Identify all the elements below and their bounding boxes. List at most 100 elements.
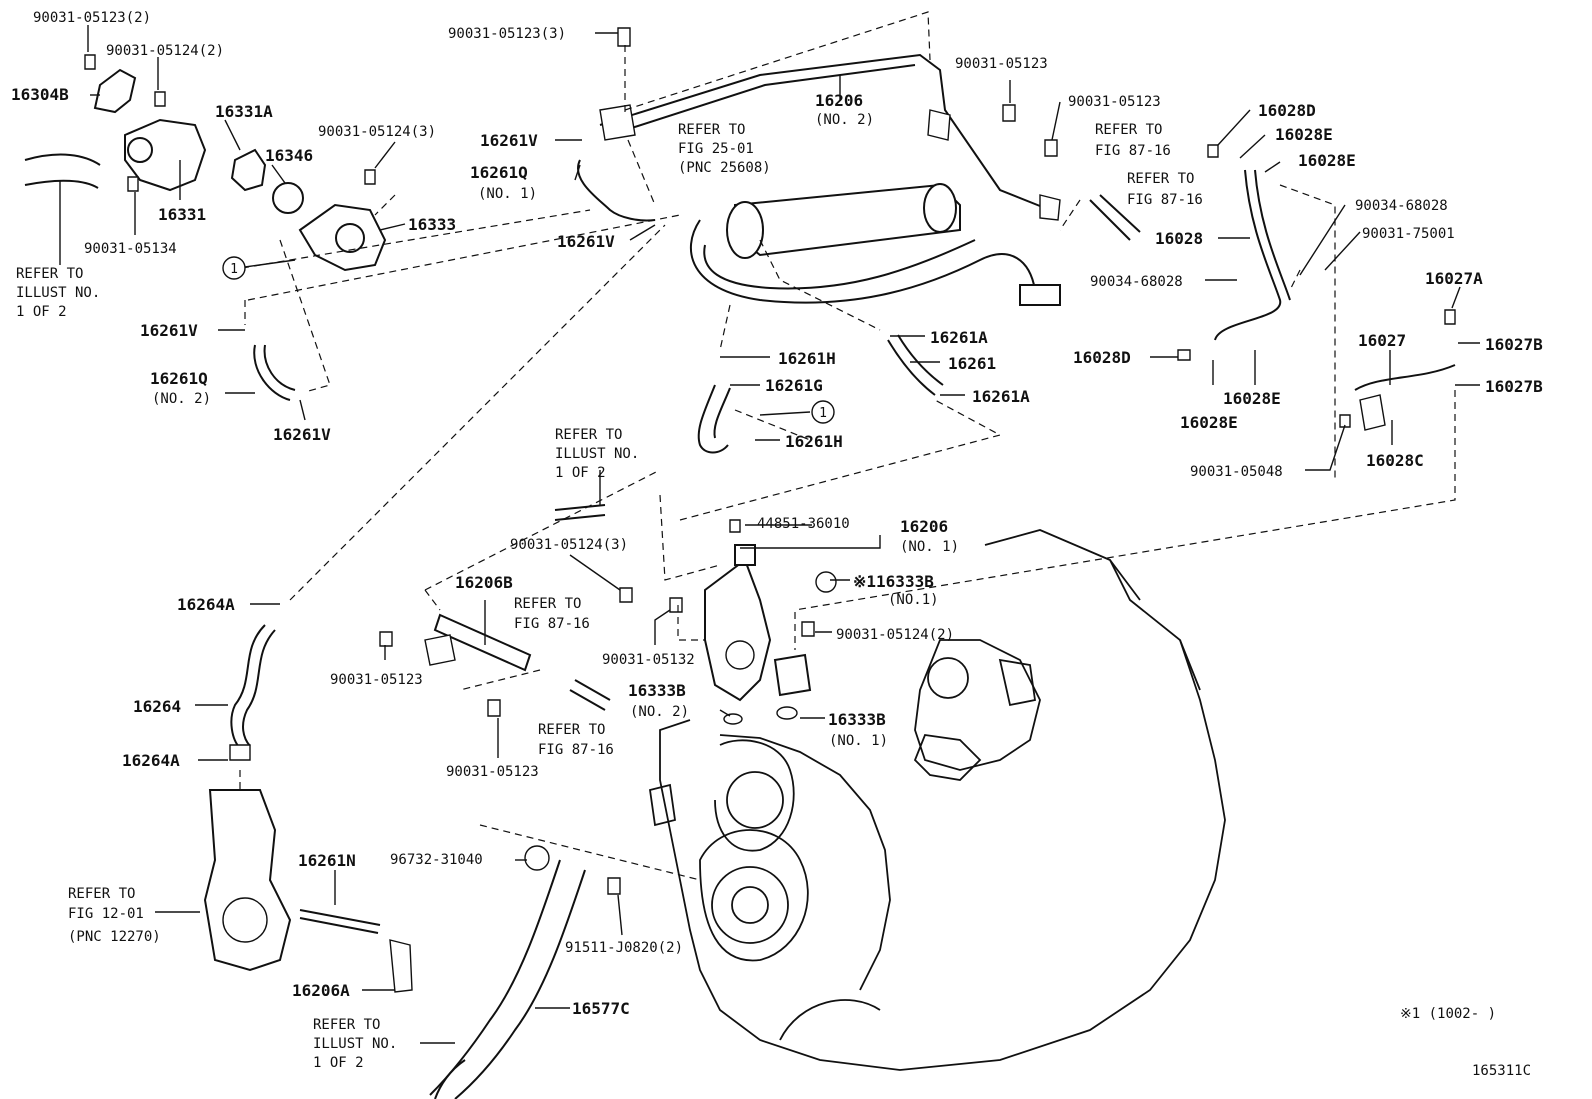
label-16027B-b: 16027B bbox=[1485, 377, 1543, 396]
refer-fig-87-16-d: REFER TO FIG 87-16 bbox=[538, 722, 614, 758]
label-16261V-a: 16261V bbox=[480, 131, 538, 150]
label-90031-05123-2: 90031-05123(2) bbox=[33, 10, 151, 26]
label-16333B-a-sub: (NO.1) bbox=[888, 592, 939, 608]
label-16261V-b: 16261V bbox=[557, 232, 615, 251]
part-16577C bbox=[429, 859, 561, 1096]
refer-illust-2: REFER TO ILLUST NO. 1 OF 2 bbox=[555, 427, 639, 481]
svg-text:1 OF 2: 1 OF 2 bbox=[555, 465, 606, 481]
label-16206B: 16206B bbox=[455, 573, 513, 592]
label-16333B-c: 16333B bbox=[828, 710, 886, 729]
bolts bbox=[84, 27, 1456, 895]
svg-text:ILLUST NO.: ILLUST NO. bbox=[16, 285, 100, 301]
part-16027 bbox=[1354, 364, 1456, 391]
label-96732-31040: 96732-31040 bbox=[390, 852, 483, 868]
part-16331A bbox=[230, 148, 267, 192]
part-16346 bbox=[272, 182, 304, 214]
refer-illust-1: REFER TO ILLUST NO. 1 OF 2 bbox=[16, 266, 100, 320]
label-16206-top-sub: (NO. 2) bbox=[815, 112, 874, 128]
circle-ref-markers: 1 1 bbox=[222, 256, 835, 424]
hose-fig8716 bbox=[1089, 194, 1141, 241]
svg-text:REFER TO: REFER TO bbox=[514, 596, 581, 612]
label-16028D-a: 16028D bbox=[1258, 101, 1316, 120]
part-egr-cooler bbox=[689, 183, 1061, 306]
label-16333B-c-sub: (NO. 1) bbox=[829, 733, 888, 749]
refer-fig-25-01: REFER TO FIG 25-01 (PNC 25608) bbox=[678, 122, 771, 176]
part-16028 bbox=[1214, 169, 1282, 341]
label-90031-05048: 90031-05048 bbox=[1190, 464, 1283, 480]
label-16261H-a: 16261H bbox=[778, 349, 836, 368]
svg-text:ILLUST NO.: ILLUST NO. bbox=[313, 1036, 397, 1052]
label-90031-05123-d: 90031-05123 bbox=[446, 764, 539, 780]
label-16261Q-b: 16261Q bbox=[150, 369, 208, 388]
refer-notes: REFER TO ILLUST NO. 1 OF 2 REFER TO FIG … bbox=[16, 122, 1203, 1071]
label-90031-05123-a: 90031-05123 bbox=[955, 56, 1048, 72]
svg-text:REFER TO: REFER TO bbox=[538, 722, 605, 738]
label-16206-mid: 16206 bbox=[900, 517, 948, 536]
part-16206B bbox=[433, 613, 532, 672]
label-16261H-b: 16261H bbox=[785, 432, 843, 451]
label-16333B-b: 16333B bbox=[628, 681, 686, 700]
part-16261N bbox=[299, 909, 381, 926]
label-16027A: 16027A bbox=[1425, 269, 1483, 288]
label-90031-05124-2-top: 90031-05124(2) bbox=[106, 43, 224, 59]
svg-text:REFER TO: REFER TO bbox=[555, 427, 622, 443]
label-16261G: 16261G bbox=[765, 376, 823, 395]
part-16264 bbox=[230, 624, 266, 749]
part-16206-no2 bbox=[599, 53, 1061, 221]
label-90031-75001: 90031-75001 bbox=[1362, 226, 1455, 242]
refer-fig-12-01: REFER TO FIG 12-01 (PNC 12270) bbox=[68, 886, 161, 945]
label-91511-J0820: 91511-J0820(2) bbox=[565, 940, 683, 956]
label-16028E-a: 16028E bbox=[1275, 125, 1333, 144]
leader-lines bbox=[59, 25, 1480, 1044]
label-16028: 16028 bbox=[1155, 229, 1203, 248]
part-16261 bbox=[887, 339, 936, 396]
part-shapes bbox=[24, 27, 1456, 1099]
part-16206A bbox=[389, 939, 413, 993]
part-96732 bbox=[524, 845, 550, 871]
label-16304B: 16304B bbox=[11, 85, 69, 104]
label-16261A-a: 16261A bbox=[930, 328, 988, 347]
svg-text:FIG 87-16: FIG 87-16 bbox=[538, 742, 614, 758]
label-16261Q-a: 16261Q bbox=[470, 163, 528, 182]
label-16261V-c: 16261V bbox=[140, 321, 198, 340]
svg-text:REFER TO: REFER TO bbox=[313, 1017, 380, 1033]
label-16333: 16333 bbox=[408, 215, 456, 234]
label-16331: 16331 bbox=[158, 205, 206, 224]
engine-block bbox=[648, 529, 1226, 1071]
diagram-id: 165311C bbox=[1472, 1063, 1531, 1079]
part-water-outlet bbox=[203, 744, 292, 972]
label-90031-05132: 90031-05132 bbox=[602, 652, 695, 668]
part-16304B bbox=[93, 68, 137, 114]
label-16206A: 16206A bbox=[292, 981, 350, 1000]
label-16264A-a: 16264A bbox=[177, 595, 235, 614]
label-90031-05124-3-mid: 90031-05124(3) bbox=[510, 537, 628, 553]
label-16028E-c: 16028E bbox=[1223, 389, 1281, 408]
label-16261Q-a-sub: (NO. 1) bbox=[478, 186, 537, 202]
label-90034-68028-a: 90034-68028 bbox=[1355, 198, 1448, 214]
svg-text:REFER TO: REFER TO bbox=[16, 266, 83, 282]
svg-text:FIG 87-16: FIG 87-16 bbox=[1127, 192, 1203, 208]
label-16261Q-b-sub: (NO. 2) bbox=[152, 391, 211, 407]
label-16264: 16264 bbox=[133, 697, 181, 716]
label-16027B-a: 16027B bbox=[1485, 335, 1543, 354]
svg-text:(PNC 25608): (PNC 25608) bbox=[678, 160, 771, 176]
part-labels: 90031-05123(2) 90031-05124(2) 16304B 163… bbox=[11, 10, 1543, 1018]
refer-fig-87-16-a: REFER TO FIG 87-16 bbox=[1095, 122, 1171, 159]
refer-illust-3: REFER TO ILLUST NO. 1 OF 2 bbox=[313, 1017, 397, 1071]
label-90034-68028-b: 90034-68028 bbox=[1090, 274, 1183, 290]
label-16261: 16261 bbox=[948, 354, 996, 373]
label-16264A-b: 16264A bbox=[122, 751, 180, 770]
svg-text:ILLUST NO.: ILLUST NO. bbox=[555, 446, 639, 462]
svg-text:(PNC 12270): (PNC 12270) bbox=[68, 929, 161, 945]
assembly-lines bbox=[239, 11, 1456, 881]
label-16333B-b-sub: (NO. 2) bbox=[630, 704, 689, 720]
label-16333B-a: ※116333B bbox=[853, 572, 934, 591]
svg-text:FIG 87-16: FIG 87-16 bbox=[1095, 143, 1171, 159]
circle-ref-1-b-text: 1 bbox=[819, 406, 827, 421]
part-16261Q-no2 bbox=[253, 344, 291, 401]
label-16028C: 16028C bbox=[1366, 451, 1424, 470]
part-16261G bbox=[697, 384, 729, 454]
svg-text:FIG 87-16: FIG 87-16 bbox=[514, 616, 590, 632]
hose-refer-illust bbox=[24, 153, 101, 189]
